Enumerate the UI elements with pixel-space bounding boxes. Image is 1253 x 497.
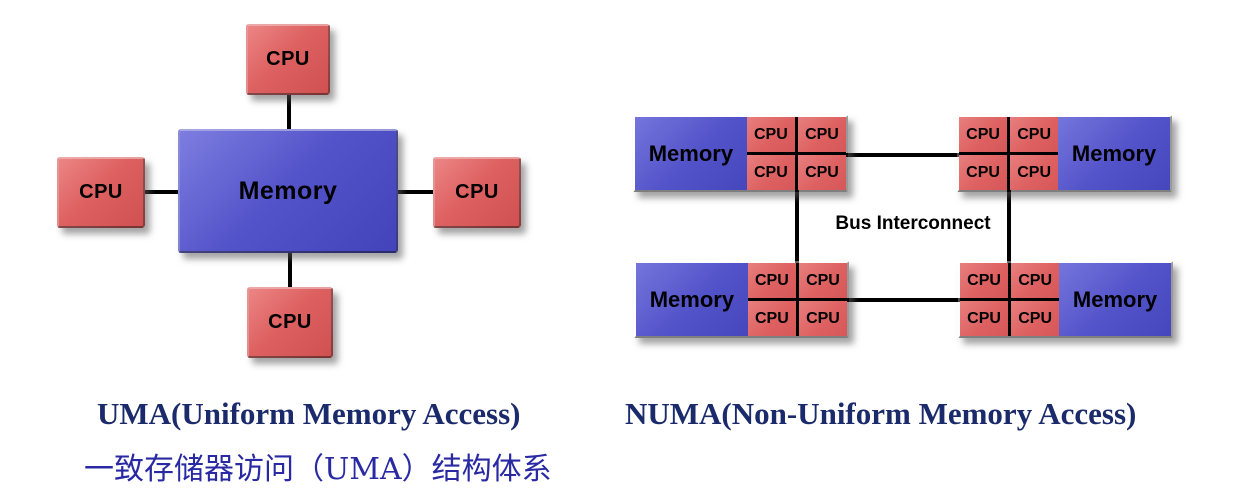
cpu-cell: CPU xyxy=(798,263,847,298)
cpu-cell: CPU xyxy=(1011,263,1060,298)
uma-connector-bottom xyxy=(288,250,292,290)
numa-bus-line-bottom xyxy=(847,298,960,302)
uma-cpu-bottom-label: CPU xyxy=(268,311,312,333)
uma-memory-box: Memory xyxy=(178,129,398,253)
cpu-cell: CPU xyxy=(1010,117,1059,152)
memory-label: Memory xyxy=(1071,140,1157,166)
bus-interconnect-label: Bus Interconnect xyxy=(835,213,991,234)
uma-cpu-top-box: CPU xyxy=(246,24,330,95)
numa-node-bottom-right-cpu-grid: CPU CPU CPU CPU xyxy=(960,263,1060,336)
numa-bus-line-top xyxy=(846,153,959,157)
uma-caption-chinese: 一致存储器访问（UMA）结构体系 xyxy=(84,452,552,487)
numa-bus-line-left xyxy=(795,190,799,263)
uma-cpu-right-label: CPU xyxy=(455,181,499,203)
uma-cpu-left-label: CPU xyxy=(79,181,123,203)
cpu-cell: CPU xyxy=(1011,301,1060,336)
uma-cpu-right-box: CPU xyxy=(433,157,521,228)
memory-label: Memory xyxy=(648,140,734,166)
numa-node-bottom-left: Memory CPU CPU CPU CPU xyxy=(634,261,849,338)
numa-node-bottom-right: CPU CPU CPU CPU Memory xyxy=(958,261,1173,338)
uma-caption-english: UMA(Uniform Memory Access) xyxy=(97,396,521,431)
cpu-cell: CPU xyxy=(960,301,1009,336)
cpu-cell: CPU xyxy=(798,301,847,336)
memory-label: Memory xyxy=(649,286,735,312)
cpu-cell: CPU xyxy=(960,263,1009,298)
numa-node-top-left-cpu-grid: CPU CPU CPU CPU xyxy=(746,117,846,190)
numa-node-top-right-memory: Memory xyxy=(1058,117,1170,190)
numa-caption-english: NUMA(Non-Uniform Memory Access) xyxy=(625,396,1137,431)
uma-connector-right xyxy=(395,190,436,194)
numa-node-top-right-cpu-grid: CPU CPU CPU CPU xyxy=(959,117,1059,190)
uma-cpu-top-label: CPU xyxy=(266,48,310,70)
numa-node-bottom-right-memory: Memory xyxy=(1059,263,1171,336)
cpu-cell: CPU xyxy=(959,155,1008,190)
numa-node-top-left-memory: Memory xyxy=(635,117,747,190)
uma-cpu-left-box: CPU xyxy=(57,157,145,228)
uma-connector-left xyxy=(142,190,182,194)
uma-connector-top xyxy=(287,93,291,133)
uma-memory-label: Memory xyxy=(238,176,338,205)
cpu-cell: CPU xyxy=(959,117,1008,152)
numa-bus-line-right xyxy=(1007,190,1011,263)
cpu-cell: CPU xyxy=(747,263,796,298)
numa-node-top-left: Memory CPU CPU CPU CPU xyxy=(633,115,848,192)
cpu-cell: CPU xyxy=(797,155,846,190)
cpu-cell: CPU xyxy=(1010,155,1059,190)
cpu-cell: CPU xyxy=(746,155,795,190)
cpu-cell: CPU xyxy=(747,301,796,336)
memory-label: Memory xyxy=(1072,286,1158,312)
numa-node-bottom-left-cpu-grid: CPU CPU CPU CPU xyxy=(747,263,847,336)
cpu-cell: CPU xyxy=(797,117,846,152)
numa-node-bottom-left-memory: Memory xyxy=(636,263,748,336)
numa-node-top-right: CPU CPU CPU CPU Memory xyxy=(957,115,1172,192)
cpu-cell: CPU xyxy=(746,117,795,152)
uma-cpu-bottom-box: CPU xyxy=(247,287,333,358)
